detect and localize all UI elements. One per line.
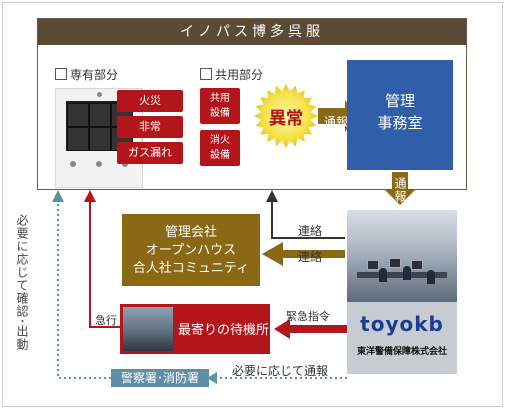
contact-label-2: 連絡 xyxy=(298,250,323,264)
common-equipment: 共用 設備 xyxy=(200,88,240,124)
vertical-note: 必要に応じて確認･出動 xyxy=(15,214,29,352)
contact-label-1: 連絡 xyxy=(298,224,323,238)
police-dispatch-line xyxy=(57,200,111,379)
as-needed-report-label: 必要に応じて通報 xyxy=(232,364,329,378)
report-label-2: 通報 xyxy=(393,177,407,203)
control-room-label: 管理 事務室 xyxy=(377,92,423,132)
nearest-station-label: 最寄りの待機所 xyxy=(178,323,270,338)
emergency-order-label: 緊急指令 xyxy=(286,310,330,323)
police-dispatch-arrowhead xyxy=(52,190,64,202)
diagram-frame xyxy=(2,2,503,407)
alarm-gas-leak: ガス漏れ xyxy=(117,142,183,164)
abnormal-label: 異常 xyxy=(269,109,303,129)
control-room-box: 管理 事務室 xyxy=(347,60,453,170)
emergency-order-arrow xyxy=(274,319,347,339)
contact-arrowhead-black xyxy=(266,190,278,202)
contact-arrow-olive xyxy=(262,242,345,266)
security-company-logo: toyokb xyxy=(360,312,444,336)
fire-extinguishing-equipment: 消火 設備 xyxy=(200,130,240,166)
private-section-label: 専有部分 xyxy=(55,66,118,83)
police-fire-box: 警察署･消防署 xyxy=(111,369,209,387)
management-company-box: 管理会社 オープンハウス 合人社コミュニティ xyxy=(122,214,260,286)
report-arrow-down xyxy=(385,172,415,205)
security-office-photo xyxy=(347,210,457,302)
common-section-label: 共用部分 xyxy=(200,66,263,83)
security-company-box: toyokb 東洋警備保障株式会社 xyxy=(347,302,457,374)
report-arrow-right xyxy=(318,100,356,132)
rush-label: 急行 xyxy=(95,314,117,327)
contact-line-black xyxy=(271,200,345,239)
management-company-label: 管理会社 オープンハウス 合人社コミュニティ xyxy=(132,225,250,276)
common-label-text: 共用部分 xyxy=(215,68,264,82)
checkbox-icon xyxy=(55,68,67,80)
rush-arrowhead xyxy=(84,190,96,202)
report-label-1: 通報 xyxy=(324,115,349,129)
private-label-text: 専有部分 xyxy=(70,68,119,82)
nearest-station-box: 最寄りの待機所 xyxy=(120,304,270,354)
alarm-emergency: 非常 xyxy=(117,116,183,138)
checkbox-icon xyxy=(200,68,212,80)
as-needed-arrowhead xyxy=(207,372,217,384)
alarm-fire: 火災 xyxy=(117,90,183,112)
abnormal-burst-icon xyxy=(254,84,318,148)
building-title: イノパス博多呉服 xyxy=(38,19,466,45)
security-company-name: 東洋警備保障株式会社 xyxy=(356,347,447,357)
station-photo xyxy=(123,307,173,351)
rush-line xyxy=(89,200,120,328)
